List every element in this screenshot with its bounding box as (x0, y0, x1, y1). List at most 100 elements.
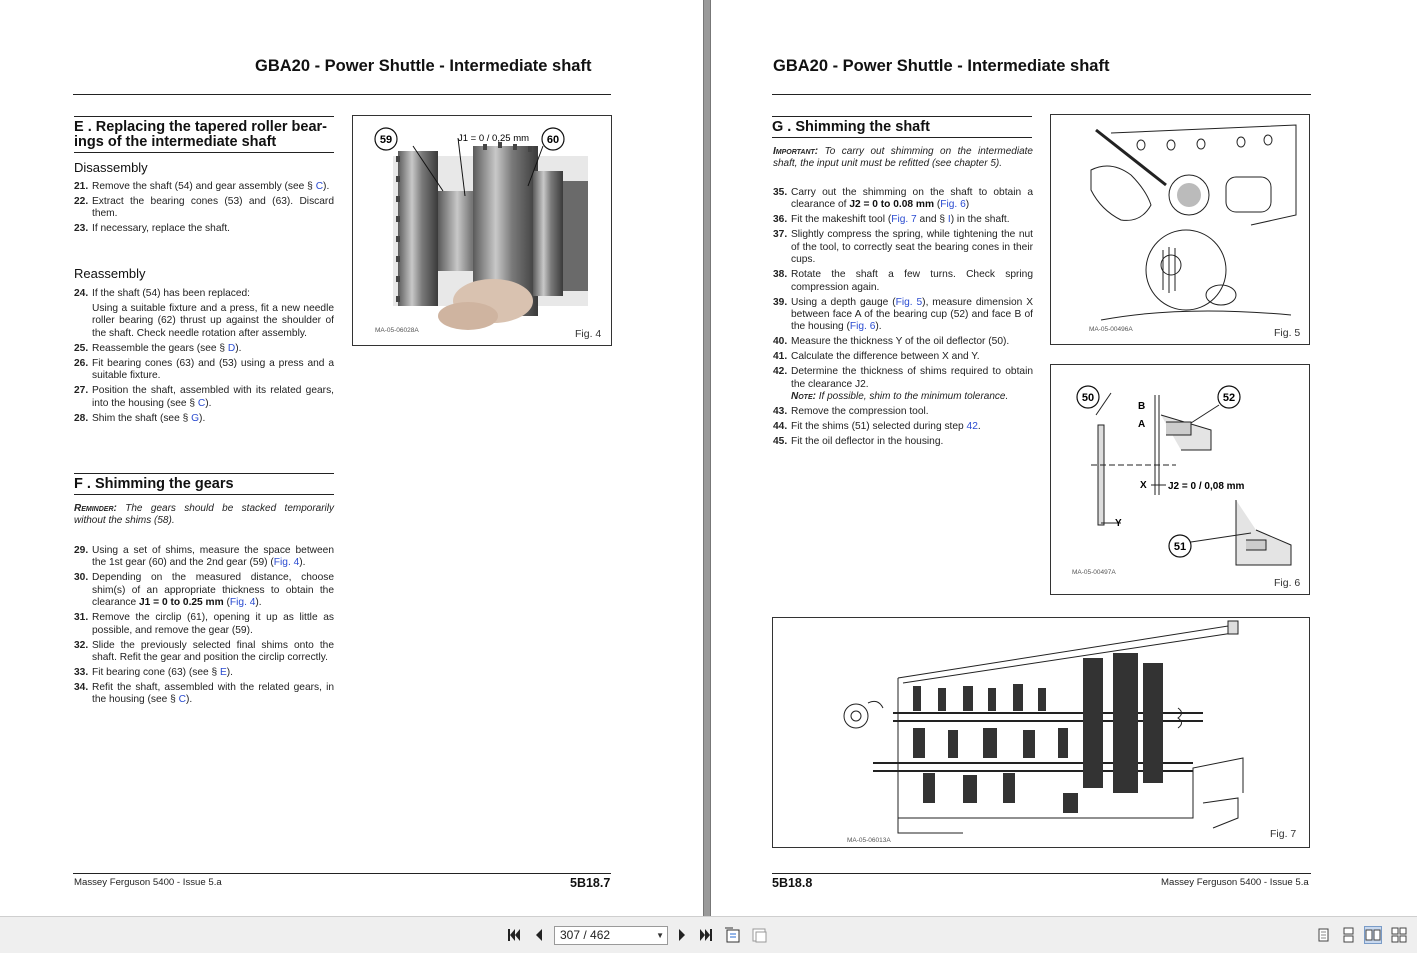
last-page-button[interactable] (697, 926, 715, 944)
continuous-view-button[interactable] (1339, 926, 1357, 944)
first-page-button[interactable] (505, 926, 523, 944)
continuous-facing-view-button[interactable] (1390, 926, 1408, 944)
callout-50: 50 (1082, 392, 1094, 404)
depth-gauge-drawing (1090, 124, 1297, 321)
cross-reference-link[interactable]: I (947, 214, 951, 226)
step-text-part: Determine the thickness of shims require… (791, 366, 1033, 390)
footer-rule (73, 873, 611, 874)
footer-page-number: 5B18.8 (772, 876, 813, 890)
cross-reference-link[interactable]: C (315, 181, 324, 192)
continuous-facing-icon (1391, 927, 1407, 943)
next-page-button[interactable] (673, 926, 691, 944)
step-item: 39.Using a depth gauge (Fig. 5), measure… (773, 297, 1033, 334)
shim-section-drawing: 50 52 51 B A X Y J2 = 0 / 0,08 mm (1076, 385, 1292, 566)
step-text: Fit the oil deflector in the housing. (791, 436, 1033, 448)
step-item: 33.Fit bearing cone (63) (see § E). (74, 667, 334, 679)
step-item: 36.Fit the makeshift tool (Fig. 7 and § … (773, 214, 1033, 226)
step-text-part: Shim the shaft (see § (92, 412, 192, 424)
footer-page-number: 5B18.7 (570, 876, 611, 890)
step-item: 41.Calculate the difference between X an… (773, 351, 1033, 363)
cross-reference-link[interactable]: Fig. 5 (895, 296, 923, 308)
section-g-steps: 35.Carry out the shimming on the shaft t… (773, 187, 1033, 394)
step-text: Depending on the measured distance, choo… (92, 572, 334, 609)
step-item: 30.Depending on the measured distance, c… (74, 572, 334, 609)
figure-7-code: MA-05-06013A (847, 837, 891, 844)
step-text: Fit bearing cones (63) and (53) using a … (92, 358, 334, 383)
step-text: Calculate the difference between X and Y… (791, 351, 1033, 363)
callout-59: 59 (380, 134, 392, 146)
footer-rule (772, 873, 1311, 874)
step-text-part: ). (199, 412, 206, 424)
figure-7-label: Fig. 7 (1270, 828, 1297, 840)
cross-reference-link[interactable]: Fig. 7 (891, 214, 917, 226)
page-number-field[interactable]: 307 / 462 ▼ (554, 926, 668, 945)
step-number: 22. (74, 196, 89, 207)
fit-width-button[interactable] (724, 926, 742, 944)
section-f-steps: 29.Using a set of shims, measure the spa… (74, 545, 334, 709)
cross-reference-link[interactable]: E (219, 667, 227, 679)
next-page-icon (679, 929, 685, 941)
step-text-part: Measure the thickness Y of the oil defle… (791, 336, 1010, 348)
step-number: 30. (74, 572, 89, 584)
page-indicator-text: 307 / 462 (560, 928, 611, 942)
step-text-part: ). (255, 597, 262, 609)
cross-reference-link[interactable]: Fig. 4 (273, 557, 300, 569)
figure-6-code: MA-05-00497A (1072, 569, 1116, 576)
facing-view-button[interactable] (1364, 926, 1382, 944)
step-number: 27. (74, 385, 89, 397)
section-e-heading: E . Replacing the tapered roller bear-in… (74, 116, 334, 153)
step-number: 45. (773, 436, 788, 447)
step-text-part: Using a suitable fixture and a press, fi… (92, 303, 334, 339)
step-item: 25.Reassemble the gears (see § D). (74, 343, 334, 355)
previous-page-button[interactable] (530, 926, 548, 944)
section-g-steps-continued: 43.Remove the compression tool.44.Fit th… (773, 406, 1033, 451)
step-text: Fit bearing cone (63) (see § E). (92, 667, 334, 679)
single-page-view-button[interactable] (1314, 926, 1332, 944)
letter-y: Y (1115, 518, 1122, 529)
cross-reference-link[interactable]: Fig. 6 (940, 199, 966, 211)
fit-page-icon (752, 928, 767, 943)
reminder-text: The gears should be stacked temporarily … (74, 503, 334, 526)
letter-a: A (1138, 419, 1145, 430)
cross-reference-link[interactable]: C (197, 397, 206, 409)
step-item: 44.Fit the shims (51) selected during st… (773, 421, 1033, 433)
chevron-down-icon[interactable]: ▼ (656, 931, 664, 940)
cross-reference-link[interactable]: D (227, 342, 236, 354)
step-text: Using a depth gauge (Fig. 5), measure di… (791, 297, 1033, 334)
fit-page-button[interactable] (750, 926, 768, 944)
step-item: 26.Fit bearing cones (63) and (53) using… (74, 358, 334, 383)
letter-x: X (1140, 480, 1147, 491)
step-item: 38.Rotate the shaft a few turns. Check s… (773, 269, 1033, 294)
step-text: Slightly compress the spring, while tigh… (791, 229, 1033, 266)
step-item: 45.Fit the oil deflector in the housing. (773, 436, 1033, 448)
step-text-part: Remove the shaft (54) and gear assembly … (92, 181, 316, 192)
minimum-tolerance-note: Note: If possible, shim to the minimum t… (791, 391, 1033, 403)
step-item: 37.Slightly compress the spring, while t… (773, 229, 1033, 266)
callout-52: 52 (1223, 392, 1235, 404)
cross-reference-link[interactable]: Fig. 4 (229, 597, 256, 609)
step-text-part: ). (875, 321, 882, 333)
step-text: Fit the makeshift tool (Fig. 7 and § I) … (791, 214, 1033, 226)
important-text: To carry out shimming on the intermediat… (773, 146, 1033, 169)
cross-reference-link[interactable]: Fig. 6 (849, 321, 876, 333)
single-page-icon (1318, 928, 1329, 942)
step-text: Rotate the shaft a few turns. Check spri… (791, 269, 1033, 294)
important-note: Important: To carry out shimming on the … (773, 146, 1033, 170)
cross-reference-link[interactable]: G (191, 412, 200, 424)
step-text-part: Fit the makeshift tool ( (791, 214, 892, 226)
reminder-note: Reminder: The gears should be stacked te… (74, 503, 334, 527)
cross-reference-link[interactable]: 42 (966, 421, 978, 432)
fit-width-icon (725, 927, 740, 943)
step-item: 23.If necessary, replace the shaft. (74, 223, 334, 235)
facing-pages-icon (1365, 929, 1381, 941)
left-page: GBA20 - Power Shuttle - Intermediate sha… (0, 0, 703, 916)
step-text-part: ). (235, 342, 242, 354)
step-item: 24.If the shaft (54) has been replaced: (74, 288, 334, 300)
step-item: 21.Remove the shaft (54) and gear assemb… (74, 181, 334, 193)
step-item: 28.Shim the shaft (see § G). (74, 413, 334, 425)
cross-reference-link[interactable]: C (178, 694, 187, 706)
step-item: 29.Using a set of shims, measure the spa… (74, 545, 334, 570)
step-text: Slide the previously selected final shim… (92, 640, 334, 665)
step-text: Using a set of shims, measure the space … (92, 545, 334, 570)
step-text: Remove the circlip (61), opening it up a… (92, 612, 334, 637)
